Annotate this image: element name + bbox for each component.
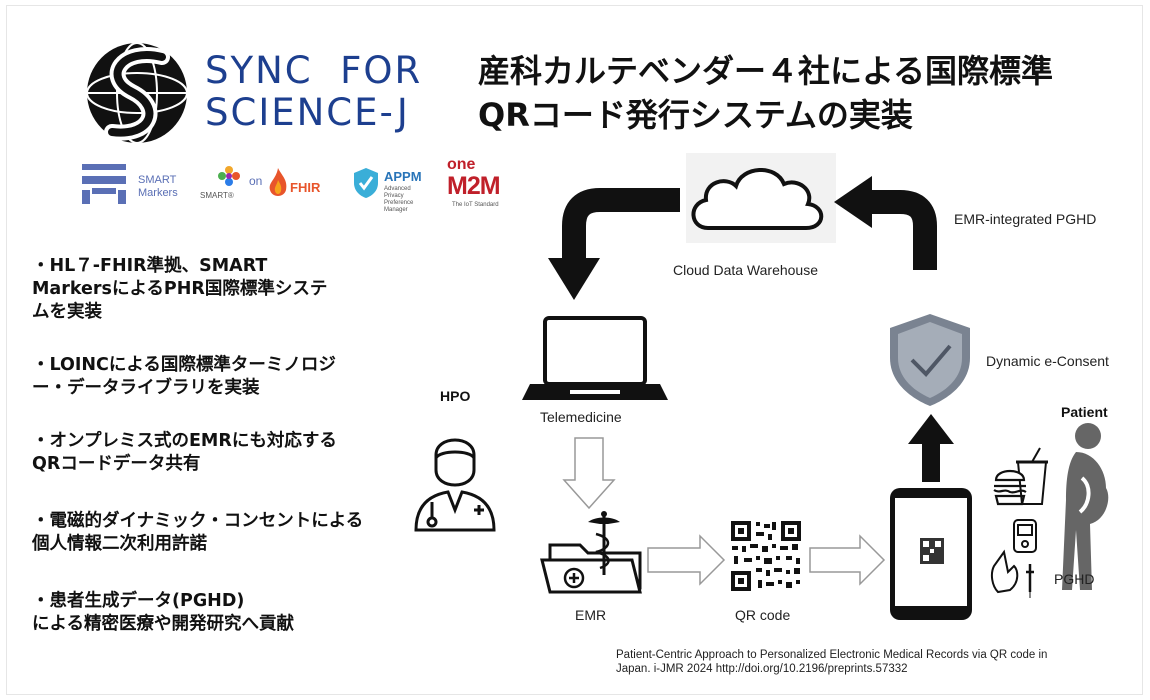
bullet-3: ・オンプレミス式のEMRにも対応する QRコードデータ共有: [32, 430, 402, 476]
sync-for-science-logo: [86, 42, 188, 144]
brand-line-2: SCIENCE-J: [205, 91, 410, 134]
bullet-5-line-2: による精密医療や開発研究へ貢献: [32, 614, 294, 634]
bullet-5: ・患者生成データ(PGHD) による精密医療や開発研究へ貢献: [32, 590, 402, 636]
smart-flower-icon: [218, 166, 240, 186]
bullet-1: ・HL７-FHIR準拠、SMART MarkersによるPHR国際標準システ ム…: [32, 255, 402, 324]
bullet-4-line-2: 個人情報二次利用許諾: [32, 534, 207, 554]
pghd-label: PGHD: [1054, 571, 1095, 587]
bullet-2-line-1: ・LOINCによる国際標準ターミノロジ: [32, 355, 336, 375]
brand-line-1: SYNC FOR: [205, 49, 423, 92]
smartphone-icon: [890, 488, 972, 620]
pghd-to-cloud-arrowhead: [834, 176, 872, 228]
burger-icon: [993, 469, 1027, 506]
citation: Patient-Centric Approach to Personalized…: [616, 648, 1136, 676]
smart-caption: SMART®: [200, 191, 234, 200]
glucose-meter-icon: [1013, 519, 1037, 553]
bullet-2: ・LOINCによる国際標準ターミノロジ ー・データライブラリを実装: [32, 354, 402, 400]
smart-markers-line-2: Markers: [138, 187, 178, 199]
emr-folder-icon: [540, 511, 642, 594]
on-label: on: [249, 174, 263, 188]
title-line-1: 産科カルテベンダー４社による国際標準: [478, 52, 1054, 90]
doctor-icon: [414, 438, 496, 532]
appm-shield-icon: [354, 168, 378, 198]
smart-markers-logo-icon: [82, 164, 126, 204]
hand-icon: [990, 549, 1019, 594]
laptop-icon: [522, 316, 668, 400]
title-line-2: QRコード発行システムの実装: [478, 96, 913, 134]
bullet-4-line-1: ・電磁的ダイナミック・コンセントによる: [32, 511, 364, 531]
cloud-data-warehouse-label: Cloud Data Warehouse: [673, 262, 819, 278]
appm-subtitle: Advanced Privacy Preference Manager: [384, 186, 414, 213]
qr-code-label: QR code: [735, 607, 791, 623]
citation-line-1: Patient-Centric Approach to Personalized…: [616, 649, 1048, 661]
emr-label: EMR: [575, 607, 607, 623]
bullet-5-line-1: ・患者生成データ(PGHD): [32, 591, 245, 611]
pghd-to-cloud-arrow: [868, 190, 937, 270]
bullet-4: ・電磁的ダイナミック・コンセントによる 個人情報二次利用許諾: [32, 510, 402, 556]
bullet-2-line-2: ー・データライブラリを実装: [32, 378, 260, 398]
telemedicine-to-emr-arrow: [562, 437, 616, 510]
pregnant-woman-icon: [1062, 423, 1109, 590]
syringe-icon: [1026, 564, 1034, 598]
fhir-flame-icon: [269, 168, 287, 196]
onem2m-subtitle: The IoT Standard: [452, 202, 499, 208]
cloud-icon: [691, 168, 824, 230]
dynamic-e-consent-label: Dynamic e-Consent: [986, 353, 1109, 369]
emr-integrated-pghd-label: EMR-integrated PGHD: [954, 211, 1097, 227]
bullet-1-line-3: ムを実装: [32, 302, 102, 322]
smart-markers-line-1: SMART: [138, 174, 177, 186]
qr-to-phone-arrow: [809, 534, 886, 586]
consent-shield-icon: [890, 314, 970, 406]
telemedicine-label: Telemedicine: [540, 409, 622, 425]
onem2m-main: M2M: [447, 172, 501, 200]
phone-to-consent-arrow: [922, 440, 940, 482]
appm-label: APPM: [384, 169, 422, 184]
fhir-label: FHIR: [290, 180, 321, 195]
onem2m-top: one: [447, 156, 476, 173]
patient-label: Patient: [1061, 404, 1108, 420]
emr-to-qr-arrow: [647, 534, 726, 586]
phone-to-consent-arrowhead: [908, 414, 954, 444]
cloud-to-telemedicine-arrowhead: [548, 258, 600, 300]
cloud-to-telemedicine-arrow: [562, 188, 680, 262]
bullet-1-line-2: MarkersによるPHR国際標準システ: [32, 279, 328, 299]
hpo-label: HPO: [440, 388, 471, 404]
citation-line-2: Japan. i-JMR 2024 http://doi.org/10.2196…: [616, 663, 908, 675]
bullet-3-line-1: ・オンプレミス式のEMRにも対応する: [32, 431, 337, 451]
drink-icon: [1016, 447, 1048, 505]
bullet-3-line-2: QRコードデータ共有: [32, 454, 201, 474]
qr-code-icon: [730, 520, 802, 592]
bullet-1-line-1: ・HL７-FHIR準拠、SMART: [32, 256, 268, 276]
slide-frame: [6, 5, 1143, 695]
